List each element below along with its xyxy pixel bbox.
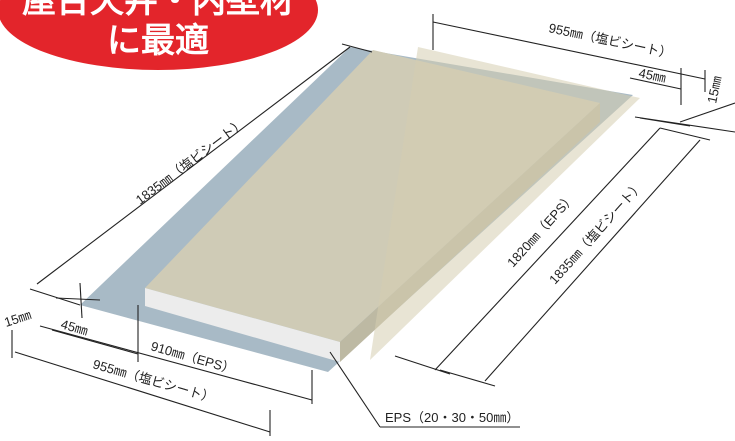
label-top-inset: 45㎜ xyxy=(637,65,667,85)
label-top-margin: 15㎜ xyxy=(704,75,724,105)
dimension-bottom-sheet: 955㎜（塩ビシート） xyxy=(11,330,271,436)
label-eps-thickness: EPS（20・30・50㎜） xyxy=(385,410,519,425)
overlay-sheet xyxy=(370,47,640,360)
label-top-width: 955㎜（塩ビシート） xyxy=(547,20,673,61)
badge-line-2: に最適 xyxy=(107,21,209,61)
label-right-sheet: 1835㎜（塩ビシート） xyxy=(546,178,646,287)
headline-badge: 屋台天井・内壁材 に最適 xyxy=(0,0,318,70)
badge-ellipse xyxy=(0,0,318,70)
label-bottom-margin: 15㎜ xyxy=(2,307,33,330)
badge-line-1: 屋台天井・内壁材 xyxy=(22,0,294,21)
dimension-top-inset: 45㎜ xyxy=(629,65,682,105)
label-bottom-eps: 910㎜（EPS） xyxy=(149,338,236,376)
eps-thickness-callout: EPS（20・30・50㎜） xyxy=(329,351,520,428)
eps-panel-side-left xyxy=(145,288,340,362)
dimension-top-margin: 15㎜ xyxy=(634,75,735,133)
